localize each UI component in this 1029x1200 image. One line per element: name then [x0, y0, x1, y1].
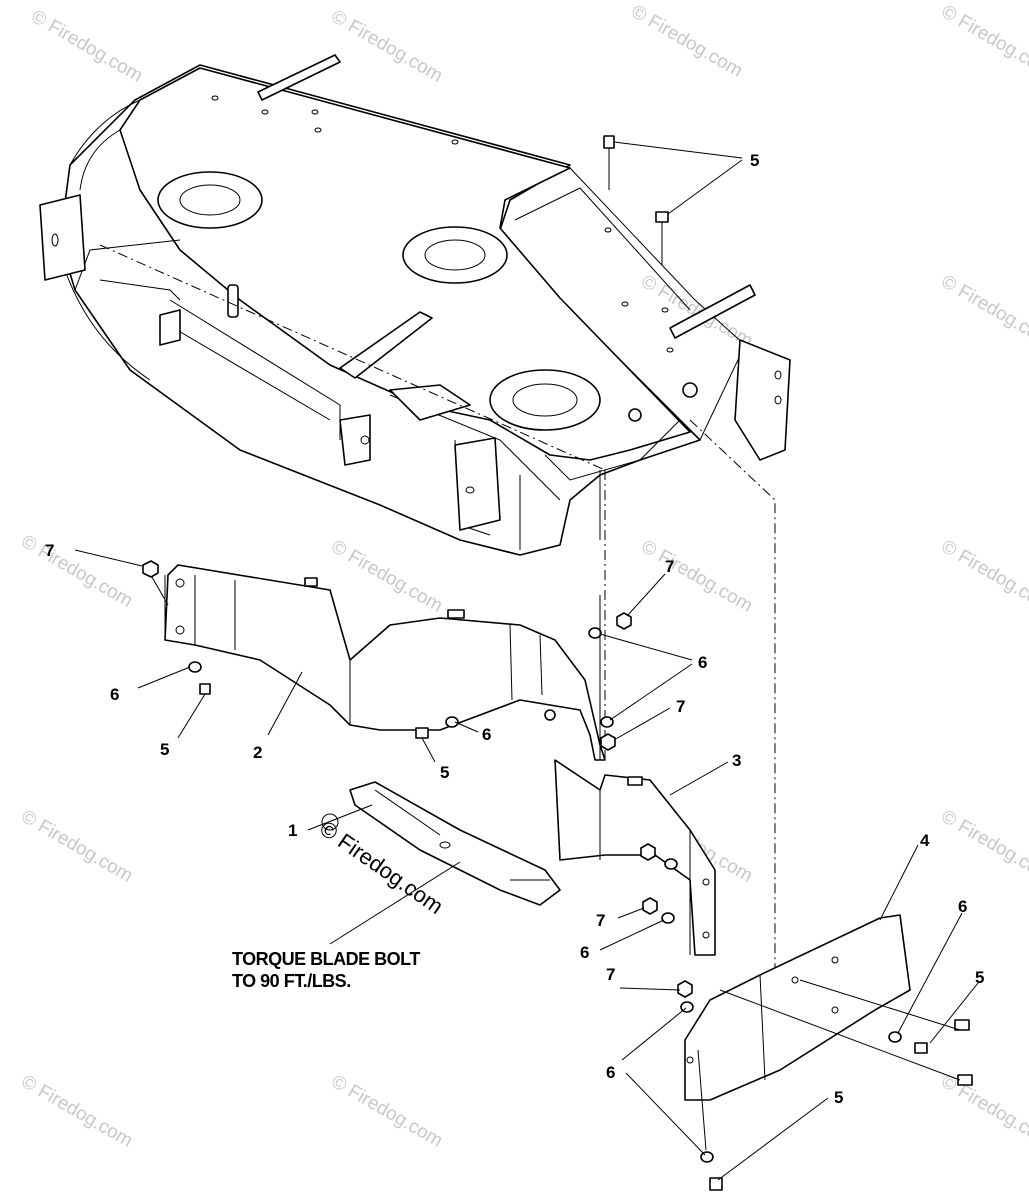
watermark: © Firedog.com	[28, 6, 147, 87]
callouts: 5 7 7 6 6 7 6 5 2 3 5 1 4 6 7 6 7 5 6 5	[45, 151, 984, 1107]
callout-6: 6	[958, 897, 967, 916]
callout-3: 3	[732, 751, 741, 770]
copyright-icon	[321, 813, 339, 831]
baffle-part-3	[554, 759, 716, 956]
callout-7: 7	[606, 965, 615, 984]
nut-icon	[600, 733, 616, 751]
callout-2: 2	[253, 743, 262, 762]
callout-7: 7	[676, 697, 685, 716]
torque-note-line-1: TORQUE BLADE BOLT	[232, 949, 420, 969]
watermark: © Firedog.com	[328, 6, 447, 87]
callout-6: 6	[698, 653, 707, 672]
callout-5: 5	[834, 1088, 843, 1107]
callout-7: 7	[665, 557, 674, 576]
nut-icon	[677, 980, 693, 998]
callout-4: 4	[920, 831, 930, 850]
leader-lines	[74, 141, 979, 1181]
fasteners	[142, 560, 973, 1191]
watermark: © Firedog.com	[938, 536, 1029, 617]
callout-5: 5	[975, 968, 984, 987]
watermark: © Firedog.com	[328, 1071, 447, 1152]
watermark: © Firedog.com	[638, 536, 757, 617]
torque-note: TORQUE BLADE BOLT TO 90 FT./LBS.	[232, 948, 420, 992]
watermark: © Firedog.com	[938, 1, 1029, 82]
watermark: © Firedog.com	[18, 531, 137, 612]
watermark: © Firedog.com	[938, 1071, 1029, 1152]
plate-part-4	[684, 914, 911, 1101]
callout-6: 6	[580, 943, 589, 962]
callout-6: 6	[482, 725, 491, 744]
callout-5: 5	[440, 763, 449, 782]
callout-7: 7	[596, 911, 605, 930]
watermark: © Firedog.com	[18, 806, 137, 887]
bolt-top-1	[603, 135, 615, 190]
baffle-part-2	[164, 564, 606, 761]
watermark: © Firedog.com	[628, 1, 747, 82]
callout-1: 1	[288, 821, 297, 840]
torque-note-line-2: TO 90 FT./LBS.	[232, 971, 351, 991]
watermark: © Firedog.com	[938, 271, 1029, 352]
bolt-top-2	[655, 211, 669, 265]
nut-icon	[142, 560, 159, 578]
callout-6: 6	[110, 685, 119, 704]
watermark: © Firedog.com	[328, 536, 447, 617]
watermark: © Firedog.com	[18, 1071, 137, 1152]
mower-deck	[39, 54, 791, 980]
callout-5: 5	[750, 151, 759, 170]
callout-6: 6	[606, 1063, 615, 1082]
blade-part-1	[349, 781, 561, 906]
nut-icon	[642, 897, 658, 915]
callout-7: 7	[45, 541, 54, 560]
callout-5: 5	[160, 740, 169, 759]
watermark: © Firedog.com	[938, 806, 1029, 887]
nut-icon	[616, 612, 632, 630]
nut-icon	[640, 843, 656, 861]
